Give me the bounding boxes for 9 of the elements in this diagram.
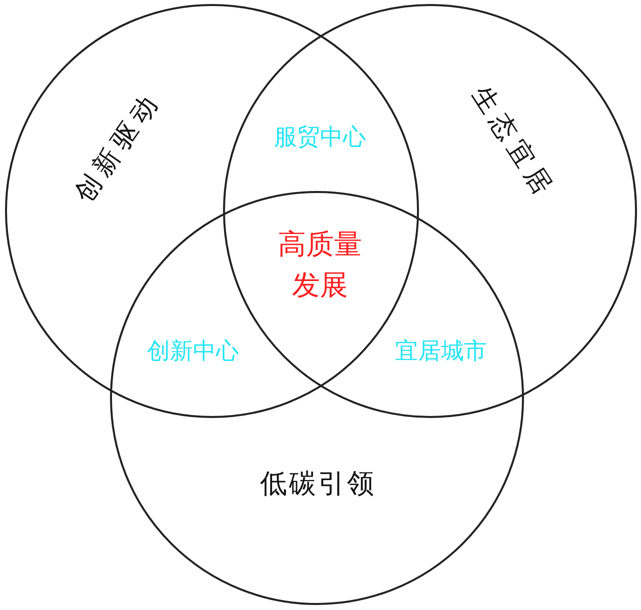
circle-label: 生态宜居 — [467, 82, 559, 204]
overlap-label: 宜居城市 — [395, 340, 487, 364]
center-label: 高质量发展 — [277, 226, 363, 303]
circle-label: 创新驱动 — [70, 87, 166, 207]
overlap-label: 服贸中心 — [274, 126, 366, 150]
venn-circle — [5, 4, 419, 418]
overlap-label: 创新中心 — [147, 340, 239, 364]
venn-circle — [110, 191, 524, 605]
circle-label: 低碳引领 — [260, 470, 376, 498]
